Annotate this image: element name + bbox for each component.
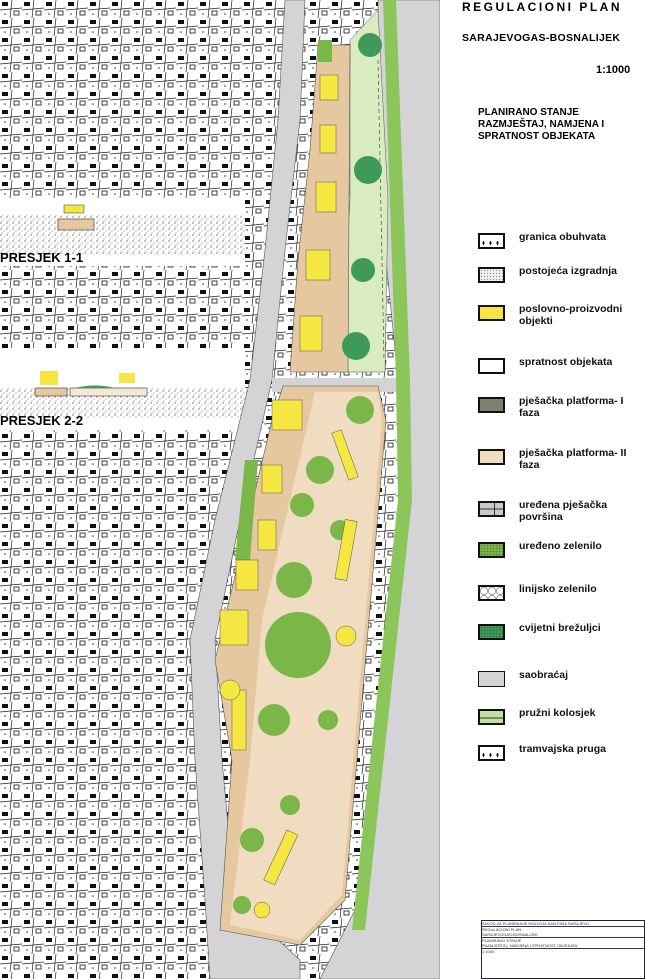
legend-item: spratnost objekata <box>478 356 639 374</box>
legend-label: spratnost objekata <box>519 356 613 368</box>
map-subtitle: SARAJEVOGAS-BOSNALIJEK <box>462 32 621 44</box>
legend-item: saobraćaj <box>478 669 639 687</box>
textured-fill-icon <box>478 542 505 558</box>
title-block-line: 1:1000 <box>482 949 495 954</box>
section-label-1: PRESJEK 1-1 <box>0 250 84 265</box>
legend-label: saobraćaj <box>519 669 569 681</box>
business-buildings-upper <box>299 74 339 352</box>
title-block-line: SARAJEVOGAS-BOSNALIJEK <box>482 932 644 938</box>
legend-item: uređena pješačka površina <box>478 499 639 523</box>
section-label-2: PRESJEK 2-2 <box>0 413 84 428</box>
legend-label: postojeća izgradnja <box>519 265 618 277</box>
legend-item: tramvajska pruga <box>478 743 639 761</box>
heading-line: SPRATNOST OBJEKATA <box>478 131 596 142</box>
legend-label: pješačka platforma- II faza <box>519 447 627 471</box>
solid-fill-icon <box>478 305 505 321</box>
legend-label: cvijetni brežuljci <box>519 622 601 634</box>
site-plan-map <box>0 0 440 979</box>
stippled-fill-icon <box>478 267 505 283</box>
legend-label: uređeno zelenilo <box>519 540 602 552</box>
legend-item: pješačka platforma- I faza <box>478 395 639 419</box>
legend-item: linijsko zelenilo <box>478 583 639 601</box>
legend-label: granica obuhvata <box>519 231 606 243</box>
solid-fill-icon <box>478 397 505 413</box>
legend-label: pružni kolosjek <box>519 707 596 719</box>
solid-fill-icon <box>478 671 505 687</box>
landscaped-green <box>233 396 374 914</box>
grid-fill-icon <box>478 501 505 517</box>
legend-item: poslovno-proizvodni objekti <box>478 303 639 327</box>
legend-label: linijsko zelenilo <box>519 583 597 595</box>
rail-green-strip <box>352 0 412 930</box>
legend-label: tramvajska pruga <box>519 743 606 755</box>
map-title: REGULACIONI PLAN <box>462 0 622 14</box>
outline-box-icon <box>478 358 505 374</box>
title-block-line: RAZMJEŠTAJ, NAMJENA I SPRATNOST OBJEKATA <box>482 943 644 949</box>
line-fill-icon <box>478 709 505 725</box>
heading-line: PLANIRANO STANJE <box>478 107 579 118</box>
title-block: ZAVOD ZA PLANIRANJE RAZVOJA KANTONA SARA… <box>481 920 645 979</box>
textured-fill-icon <box>478 624 505 640</box>
rail-track <box>339 9 389 373</box>
legend-item: cvijetni brežuljci <box>478 622 639 640</box>
dotted-line-icon <box>478 745 505 761</box>
flower-hills-upper <box>318 33 382 360</box>
road-west <box>189 0 306 979</box>
title-block-line: ZAVOD ZA PLANIRANJE RAZVOJA KANTONA SARA… <box>482 921 644 927</box>
business-buildings-lower <box>219 399 359 919</box>
map-scale: 1:1000 <box>596 64 631 76</box>
legend-label: pješačka platforma- I faza <box>519 395 624 419</box>
legend-item: granica obuhvata <box>478 231 639 249</box>
legend-item: postojeća izgradnja <box>478 265 639 283</box>
solid-fill-icon <box>478 449 505 465</box>
circles-outline-icon <box>478 585 505 601</box>
title-block-line: PLANIRANO STANJE <box>482 938 522 943</box>
legend-item: pješačka platforma- II faza <box>478 447 639 471</box>
legend-label: uređena pješačka površina <box>519 499 608 523</box>
heading-line: RAZMJEŠTAJ, NAMJENA I <box>478 119 605 130</box>
legend-item: uređeno zelenilo <box>478 540 639 558</box>
legend-label: poslovno-proizvodni objekti <box>519 303 623 327</box>
sheet-heading: PLANIRANO STANJE RAZMJEŠTAJ, NAMJENA I S… <box>478 107 638 143</box>
legend-item: pružni kolosjek <box>478 707 639 725</box>
dotted-boundary-icon <box>478 233 505 249</box>
legend: granica obuhvata postojeća izgradnja poslo… <box>478 228 644 768</box>
title-block-line: REGULACIONI PLAN <box>482 927 522 932</box>
